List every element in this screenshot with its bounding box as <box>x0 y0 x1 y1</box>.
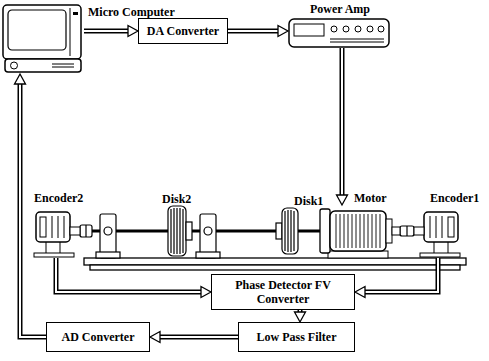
amplifier-icon: Power Amp <box>286 0 394 50</box>
box-text: AD Converter <box>62 330 135 344</box>
arrow-line <box>364 258 438 292</box>
arrow-head <box>15 74 26 84</box>
box-text: DA Converter <box>147 24 219 38</box>
coupling <box>400 226 414 236</box>
box-text: Low Pass Filter <box>257 330 337 344</box>
arrow-line <box>20 83 46 337</box>
signal-arrow <box>355 258 438 298</box>
signal-arrow <box>56 258 211 298</box>
computer-icon: Micro Computer <box>2 2 158 76</box>
amp-drawing <box>288 18 390 48</box>
part-name: Micro Computer <box>88 5 175 19</box>
coupling <box>80 225 92 237</box>
bearing-stand <box>196 214 220 258</box>
arrow-head <box>128 26 138 37</box>
process-box: DA Converter <box>138 18 228 44</box>
monitor-drawing <box>2 4 84 74</box>
motor-drawing <box>318 205 400 259</box>
base-plate <box>84 258 466 270</box>
process-box: Low Pass Filter <box>238 322 355 352</box>
part-name: Encoder2 <box>34 191 83 205</box>
part-name: Power Amp <box>286 2 394 16</box>
box-text: Phase Detector FV Converter <box>228 278 338 306</box>
arrow-line <box>84 29 129 34</box>
arrow-head <box>295 312 306 322</box>
signal-arrow <box>295 310 306 322</box>
signal-arrow <box>337 48 348 205</box>
arrow-line <box>84 30 129 32</box>
encoder-drawing <box>32 208 80 258</box>
part-name: Motor <box>354 191 387 205</box>
arrow-line <box>364 258 438 292</box>
part-name: Disk1 <box>294 194 323 208</box>
arrow-head <box>337 195 348 205</box>
arrow-line <box>159 335 238 340</box>
part-name: Disk2 <box>162 192 191 206</box>
arrow-line <box>159 336 238 338</box>
arrow-head <box>355 287 365 298</box>
label-holder: Disk1 <box>294 191 323 209</box>
encoder-symbol: Encoder2 <box>28 188 88 260</box>
encoder-drawing <box>414 208 462 258</box>
arrow-line <box>228 29 279 34</box>
arrow-head <box>278 26 288 37</box>
arrow-line <box>56 258 202 292</box>
signal-arrow <box>150 332 238 343</box>
signal-arrow <box>228 26 288 37</box>
part-name: Encoder1 <box>430 191 479 205</box>
signal-arrow <box>15 74 47 337</box>
arrow-line <box>341 48 343 196</box>
arrow-line <box>340 48 345 196</box>
arrow-head <box>150 332 160 343</box>
process-box: Phase Detector FV Converter <box>211 274 355 310</box>
process-box: AD Converter <box>46 322 150 352</box>
disk-flywheel <box>168 206 192 256</box>
arrow-line <box>228 30 279 32</box>
arrow-line <box>56 258 202 292</box>
arrow-head <box>201 287 211 298</box>
disk-flywheel <box>276 208 298 254</box>
label-holder: Disk2 <box>162 189 191 207</box>
arrow-line <box>20 83 46 337</box>
motor-symbol: Motor <box>316 188 402 260</box>
encoder-symbol: Encoder1 <box>408 188 486 260</box>
signal-arrow <box>84 26 138 37</box>
bearing-stand <box>96 214 120 258</box>
